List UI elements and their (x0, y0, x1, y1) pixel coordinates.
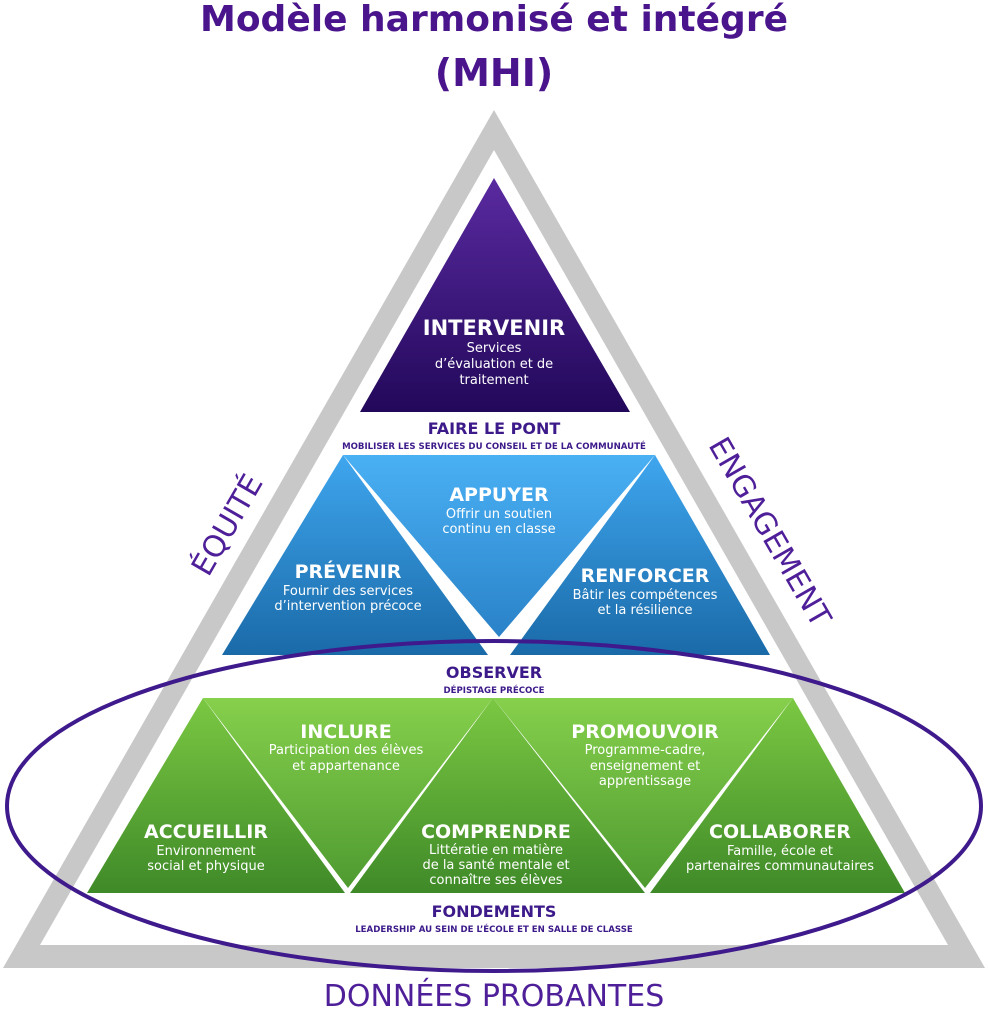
promouvoir-desc-3: apprentissage (599, 774, 691, 789)
faire-le-pont-sub: MOBILISER LES SERVICES DU CONSEIL ET DE … (342, 440, 646, 452)
prevenir-title: PRÉVENIR (295, 560, 402, 583)
faire-le-pont-title: FAIRE LE PONT (428, 419, 561, 438)
renforcer-triangle (510, 455, 770, 655)
accueillir-desc-1: Environnement (156, 844, 255, 859)
renforcer-desc-2: et la résilience (598, 603, 693, 618)
foundation-ellipse (5, 639, 983, 973)
prevenir-desc-2: d’intervention précoce (274, 599, 421, 614)
promouvoir-desc-2: enseignement et (590, 759, 700, 774)
renforcer-desc-1: Bâtir les compétences (573, 588, 718, 603)
comprendre-title: COMPRENDRE (421, 821, 571, 843)
comprendre-desc-3: connaître ses élèves (429, 873, 562, 888)
intervenir-desc-1: Services (467, 341, 522, 356)
prevenir-triangle (222, 455, 488, 655)
collaborer-title: COLLABORER (709, 821, 851, 843)
renforcer-title: RENFORCER (581, 565, 710, 587)
comprendre-desc-1: Littératie en matière (429, 843, 563, 858)
title-line-2: (MHI) (435, 51, 554, 95)
inclure-desc-1: Participation des élèves (269, 743, 424, 758)
intervenir-desc-2: d’évaluation et de (435, 357, 553, 372)
accueillir-triangle (87, 698, 345, 893)
promouvoir-title: PROMOUVOIR (571, 721, 719, 743)
inclure-triangle (203, 698, 493, 888)
title-line-1: Modèle harmonisé et intégré (200, 0, 788, 40)
comprendre-triangle (350, 698, 645, 893)
inclure-desc-2: et appartenance (292, 759, 400, 774)
appuyer-desc-2: continu en classe (442, 522, 555, 537)
promouvoir-triangle (493, 698, 793, 888)
bottom-label: DONNÉES PROBANTES (324, 978, 665, 1014)
collaborer-triangle (650, 698, 905, 893)
intervenir-triangle (360, 178, 630, 412)
appuyer-title: APPUYER (449, 484, 549, 506)
inclure-title: INCLURE (300, 721, 391, 743)
intervenir-title: INTERVENIR (423, 316, 565, 340)
appuyer-triangle (343, 455, 655, 637)
collaborer-desc-1: Famille, école et (727, 844, 833, 859)
observer-sub: DÉPISTAGE PRÉCOCE (443, 684, 544, 696)
comprendre-desc-2: de la santé mentale et (422, 858, 569, 873)
accueillir-title: ACCUEILLIR (144, 821, 268, 843)
prevenir-desc-1: Fournir des services (283, 584, 413, 599)
observer-title: OBSERVER (446, 663, 542, 682)
promouvoir-desc-1: Programme-cadre, (585, 743, 706, 758)
intervenir-desc-3: traitement (459, 373, 528, 388)
fondements-sub: LEADERSHIP AU SEIN DE L’ÉCOLE ET EN SALL… (355, 923, 633, 935)
appuyer-desc-1: Offrir un soutien (446, 507, 552, 522)
collaborer-desc-2: partenaires communautaires (686, 859, 874, 874)
accueillir-desc-2: social et physique (147, 859, 264, 874)
fondements-title: FONDEMENTS (432, 902, 557, 921)
